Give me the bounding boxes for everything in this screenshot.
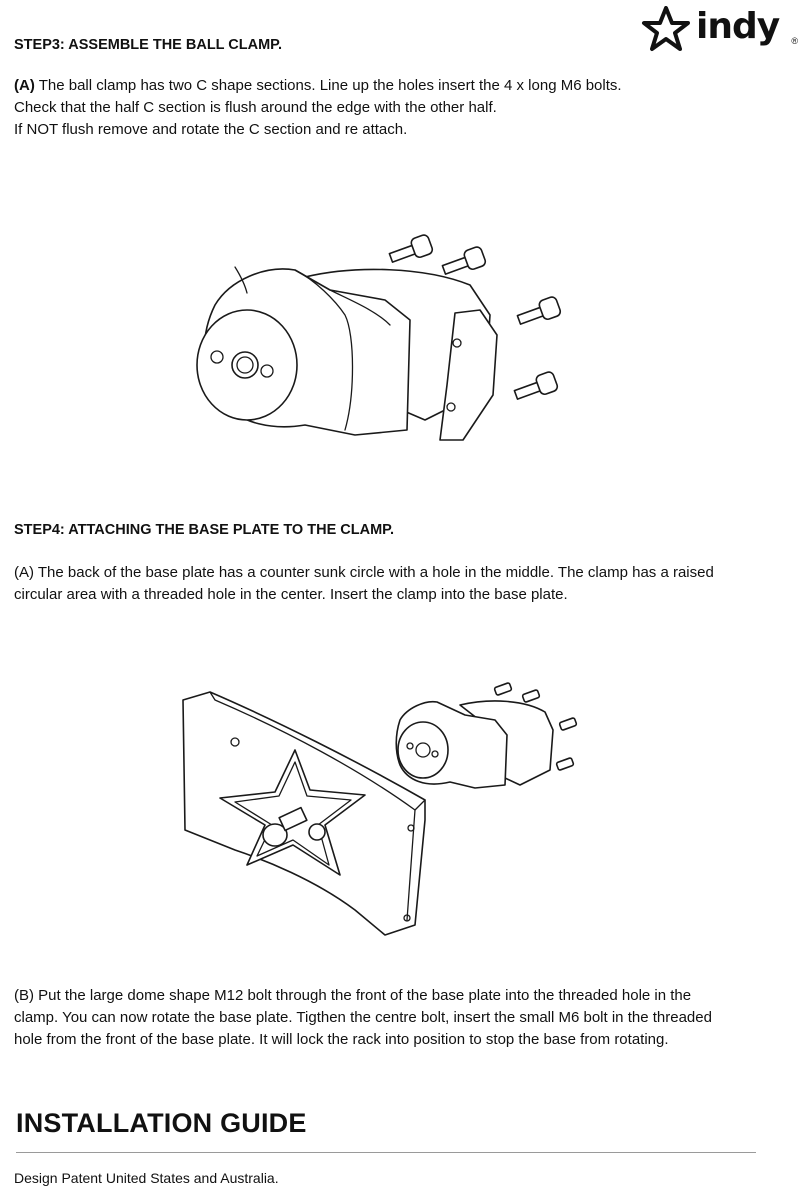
m6-bolt xyxy=(388,234,434,263)
base-plate-illustration xyxy=(182,682,578,936)
step4b-instructions: (B) Put the large dome shape M12 bolt th… xyxy=(14,985,794,1051)
step3-line-3: If NOT flush remove and rotate the C sec… xyxy=(14,121,408,138)
step3-line-2: Check that the half C section is flush a… xyxy=(14,99,497,116)
step3-line-1-text: The ball clamp has two C shape sections.… xyxy=(38,77,622,94)
m6-bolt xyxy=(513,371,559,400)
step4b-line-2: clamp. You can now rotate the base plate… xyxy=(14,1009,712,1026)
step3-heading: STEP3: ASSEMBLE THE BALL CLAMP. xyxy=(14,37,283,53)
star-icon xyxy=(642,6,690,51)
step4b-line-1: (B) Put the large dome shape M12 bolt th… xyxy=(14,987,692,1004)
step4b-line-3: hole from the front of the base plate. I… xyxy=(14,1031,669,1048)
step3-label: (A) xyxy=(14,77,35,94)
footer-divider xyxy=(16,1152,756,1153)
registered-mark: ® xyxy=(791,36,798,46)
step4-heading: STEP4: ATTACHING THE BASE PLATE TO THE C… xyxy=(14,522,394,538)
m6-bolt xyxy=(516,296,562,325)
ball-clamp-illustration xyxy=(196,234,562,441)
installation-guide-title: INSTALLATION GUIDE xyxy=(16,1108,307,1138)
patent-notice: Design Patent United States and Australi… xyxy=(14,1170,279,1186)
brand-logo: indy ® xyxy=(640,4,800,51)
step4a-line-1: (A) The back of the base plate has a cou… xyxy=(14,564,714,581)
m12-dome-bolt xyxy=(262,806,308,847)
brand-logo-text: indy xyxy=(696,6,780,47)
step3-instructions: (A) The ball clamp has two C shape secti… xyxy=(14,75,784,141)
m6-lock-bolt xyxy=(308,823,326,841)
clamp-c-section-plate xyxy=(439,309,498,441)
step4a-line-2: circular area with a threaded hole in th… xyxy=(14,586,568,603)
m6-bolt xyxy=(441,246,487,275)
step3-line-1: (A) The ball clamp has two C shape secti… xyxy=(14,75,784,97)
step4a-instructions: (A) The back of the base plate has a cou… xyxy=(14,562,789,606)
